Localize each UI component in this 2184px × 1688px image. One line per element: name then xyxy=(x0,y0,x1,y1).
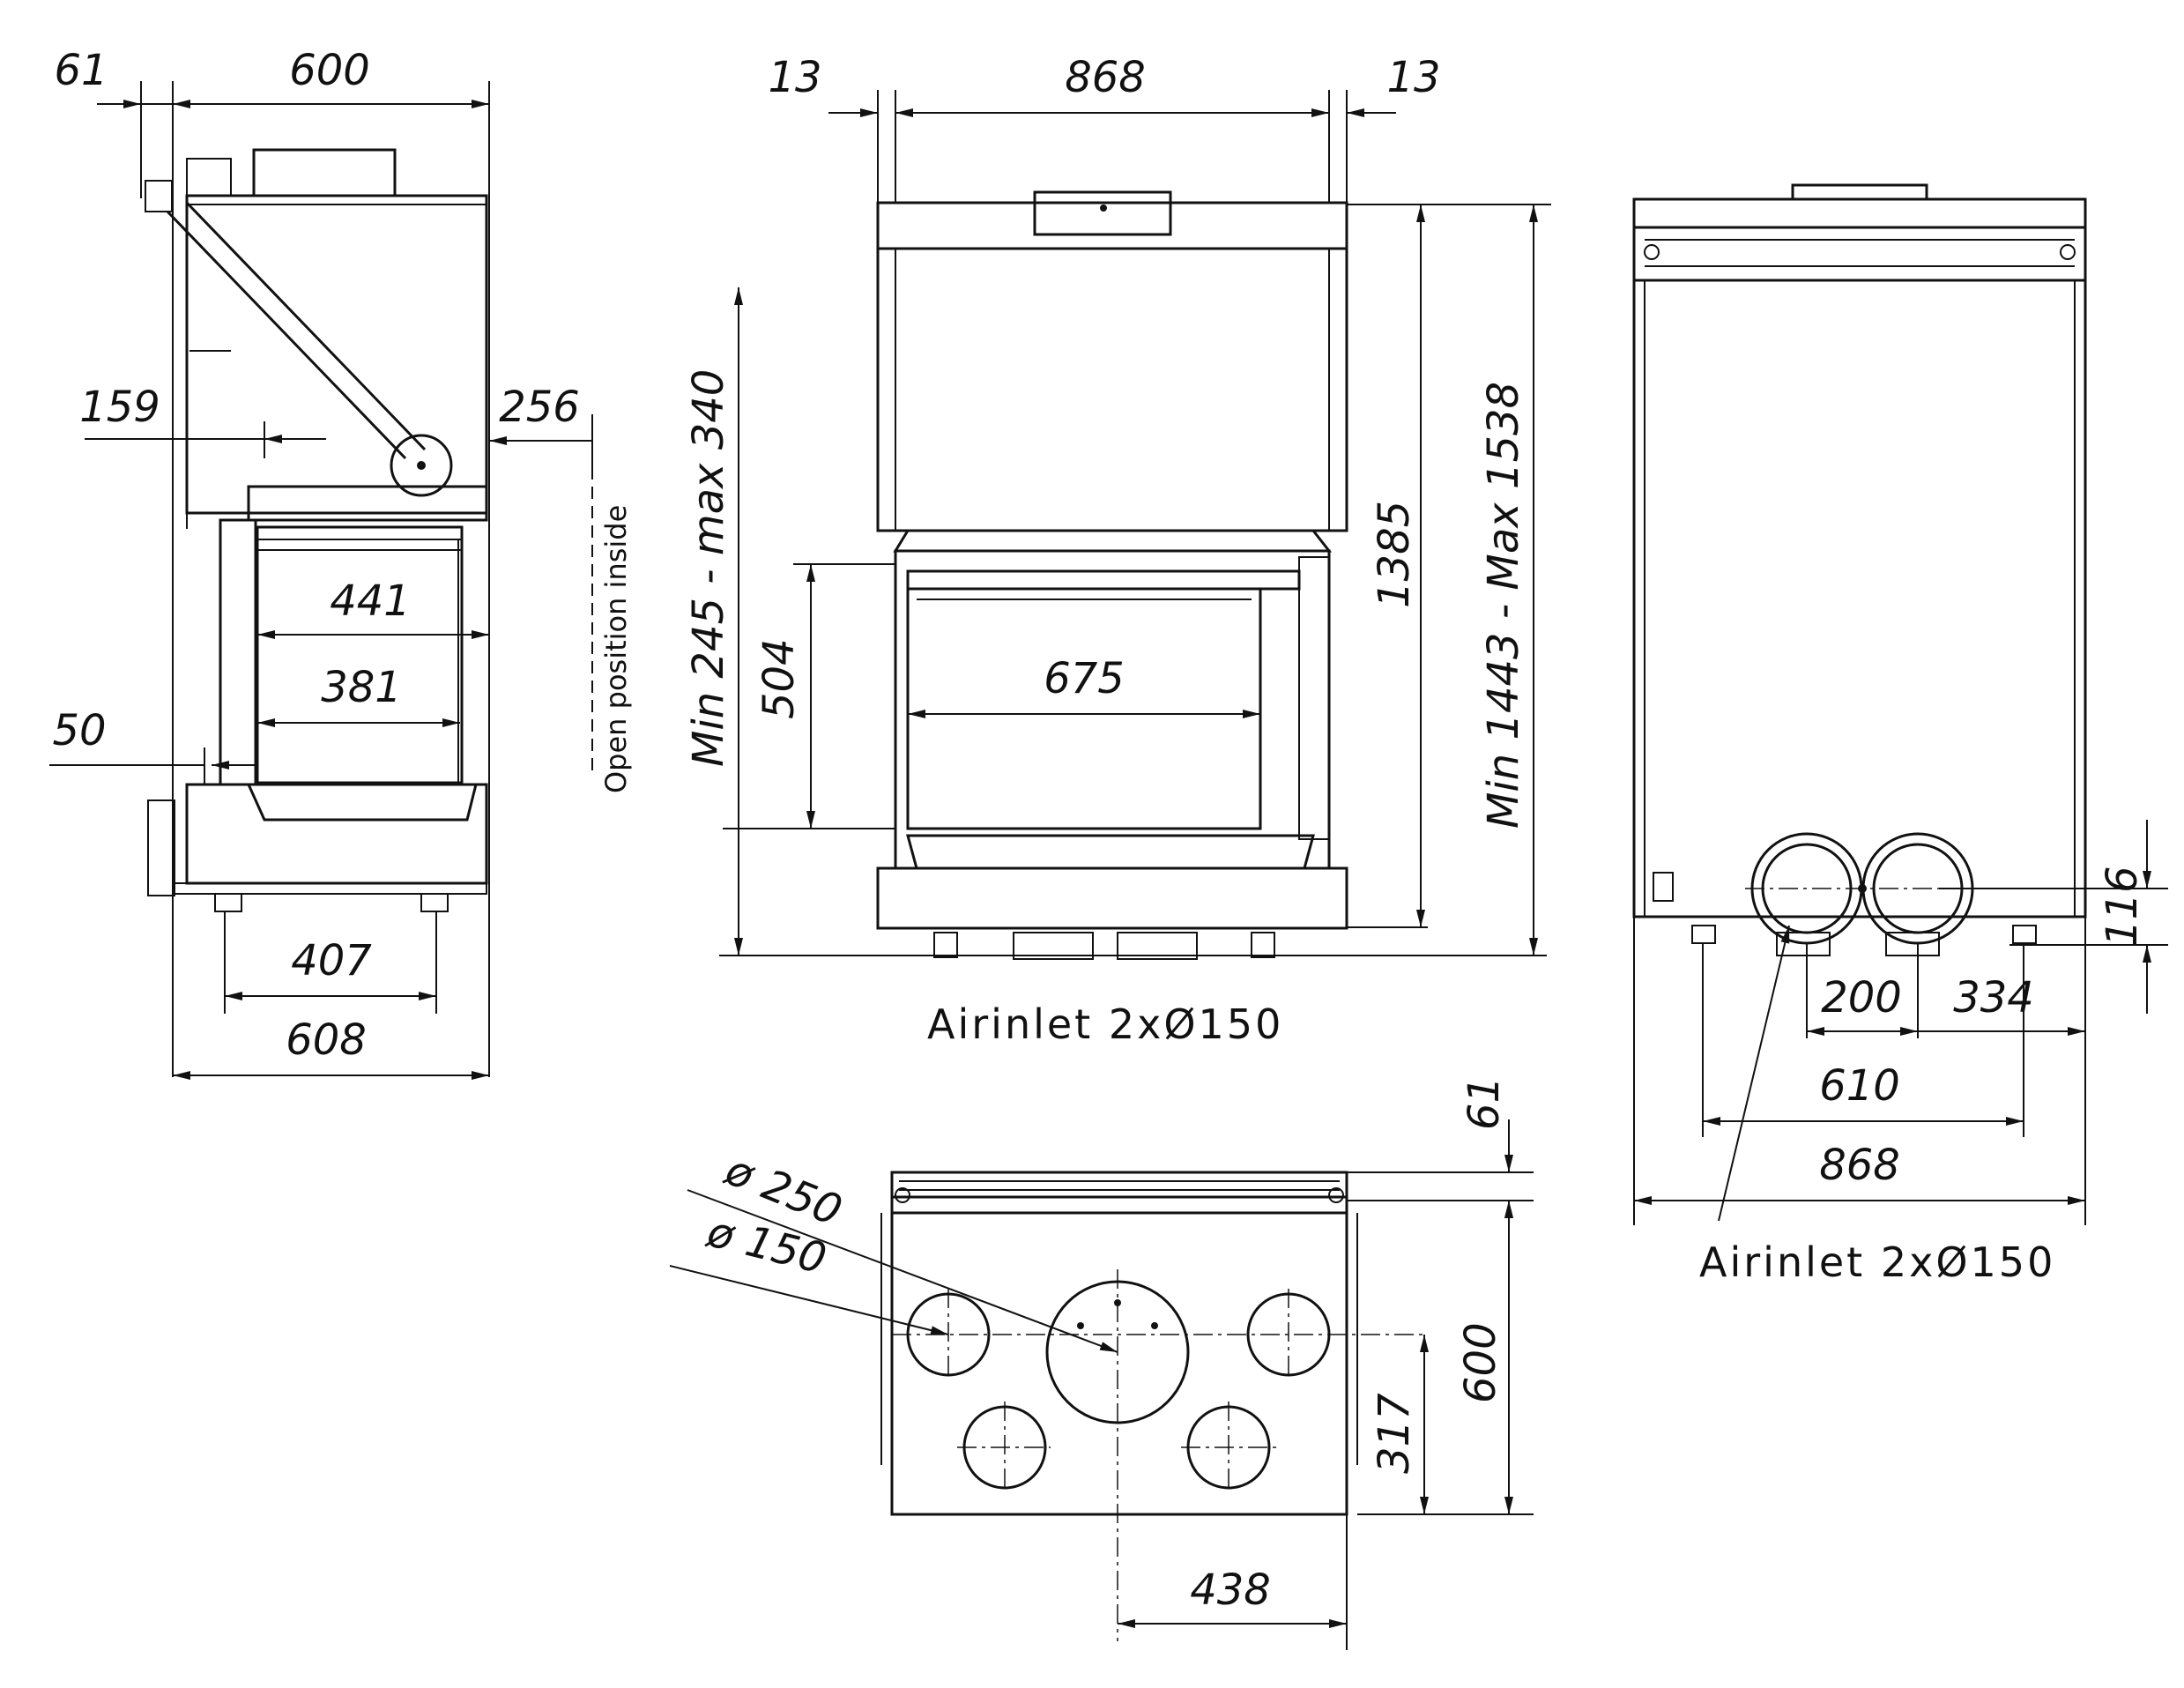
dim-50: 50 xyxy=(52,706,106,755)
dim-868-front: 868 xyxy=(1065,53,1146,102)
dim-441: 441 xyxy=(330,576,411,626)
dim-600-side: 600 xyxy=(289,46,370,95)
dim-min-max-total: Min 1443 - Max 1538 xyxy=(1479,382,1528,829)
dim-610: 610 xyxy=(1819,1061,1900,1111)
dim-61-side: 61 xyxy=(54,46,108,95)
dim-min-max-hood: Min 245 - max 340 xyxy=(684,369,733,767)
dim-868-back: 868 xyxy=(1819,1141,1900,1190)
side-view: 61 600 159 256 Open position inside xyxy=(49,46,633,1080)
dim-61-top: 61 xyxy=(1460,1076,1509,1130)
dim-381: 381 xyxy=(321,663,402,712)
back-caption: Airinlet 2xØ150 xyxy=(1699,1238,2055,1286)
dim-438: 438 xyxy=(1190,1565,1271,1615)
top-view: ø 250 ø 150 61 600 317 438 xyxy=(669,1076,1534,1650)
dim-608: 608 xyxy=(286,1015,367,1065)
dim-116: 116 xyxy=(2098,866,2147,947)
dim-407: 407 xyxy=(291,936,372,985)
dim-317: 317 xyxy=(1370,1393,1419,1474)
dim-200: 200 xyxy=(1821,973,1902,1022)
dim-13-left: 13 xyxy=(768,53,821,102)
dim-1385: 1385 xyxy=(1370,501,1419,608)
note-open-position: Open position inside xyxy=(599,505,633,793)
dim-600-top: 600 xyxy=(1456,1322,1505,1403)
dim-334: 334 xyxy=(1953,973,2034,1022)
dim-675: 675 xyxy=(1044,654,1125,703)
front-view: 13 868 13 Min 245 - max 340 504 xyxy=(684,53,1551,1048)
front-caption: Airinlet 2xØ150 xyxy=(927,1000,1283,1048)
dim-159: 159 xyxy=(79,383,160,432)
dim-504: 504 xyxy=(754,638,804,719)
dim-13-right: 13 xyxy=(1386,53,1440,102)
dim-256: 256 xyxy=(499,383,580,432)
back-view: 116 200 334 610 868 Airinlet 2xØ150 xyxy=(1632,183,2168,1286)
